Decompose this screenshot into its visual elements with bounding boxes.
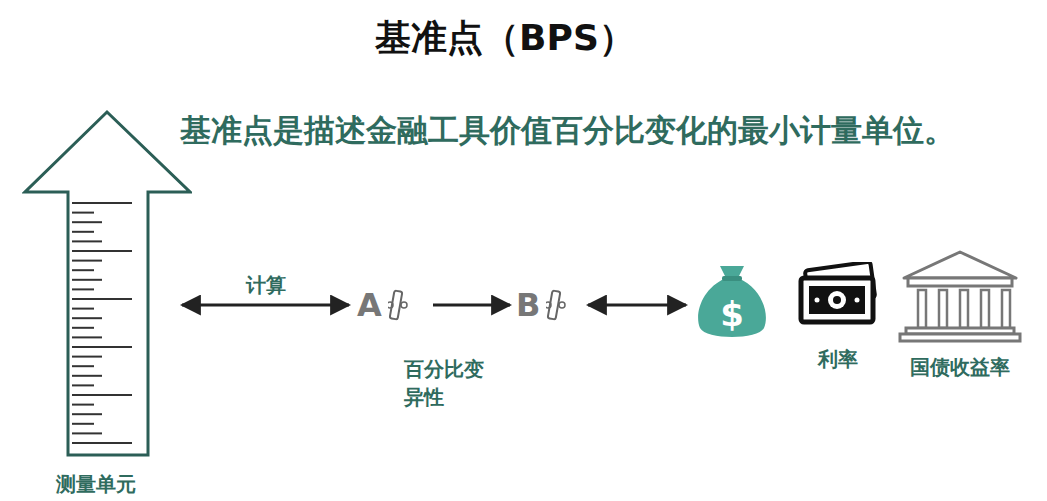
value-a: A <box>357 283 419 327</box>
value-b: B <box>516 283 578 327</box>
cash-icon-figure <box>793 262 883 328</box>
letter-label: B <box>516 286 540 324</box>
variability-label: 百分比变异性 <box>404 355 488 411</box>
node-label: 测量单元 <box>56 471 136 498</box>
connector-arrow <box>182 304 349 307</box>
node-label: 利率 <box>818 346 858 373</box>
cash-icon: 利率 <box>793 262 883 382</box>
connector-arrow <box>588 304 686 307</box>
ruler-arrow: 测量单元 <box>22 108 192 500</box>
edge-label: 计算 <box>244 272 288 299</box>
connector-arrow <box>433 304 510 307</box>
node-label: 国债收益率 <box>910 354 1010 381</box>
bracket-symbol <box>388 287 408 323</box>
diagram-title: 基准点（BPS） <box>0 14 1010 63</box>
currency-symbol: $ <box>692 294 772 334</box>
bracket-symbol <box>546 287 566 323</box>
bank-icon-figure <box>898 248 1022 344</box>
definition-text: 基准点是描述金融工具价值百分比变化的最小计量单位。 <box>180 110 955 152</box>
money-bag: $ <box>692 252 772 342</box>
ruler-arrow-icon <box>22 108 192 458</box>
letter-label: A <box>357 286 382 324</box>
bank-icon: 国债收益率 <box>896 248 1024 388</box>
